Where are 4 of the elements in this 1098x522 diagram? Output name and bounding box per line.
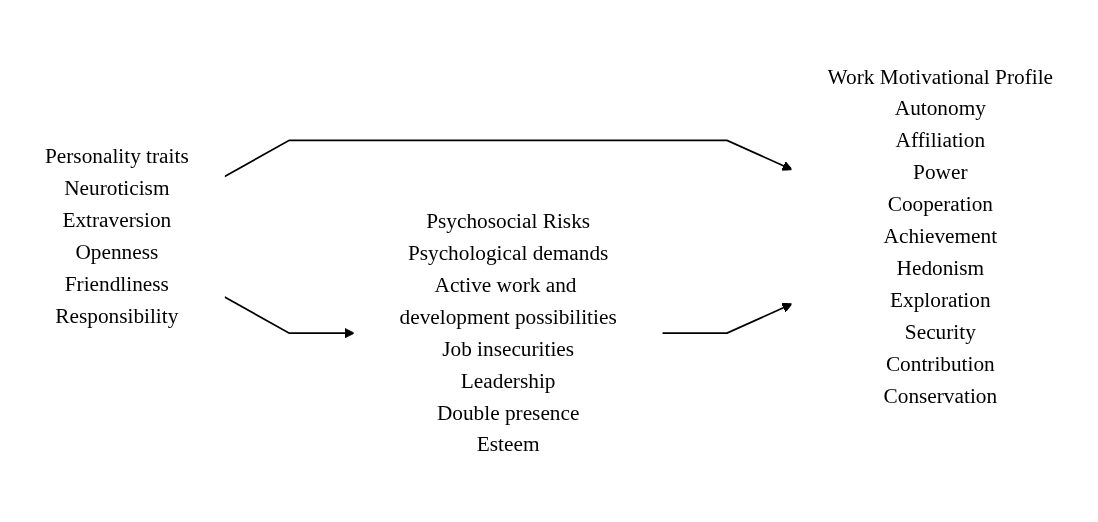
arrow	[661, 302, 793, 335]
node-text: Psychosocial Risks Psychological demands Active work and development possibilities Job insecurities Leadership Double presence Esteem	[399, 208, 617, 457]
node-text: Personality traits Neuroticism Extraversion Openness Friendliness Responsibility	[44, 144, 189, 328]
node-text: Work Motivational Profile Autonomy Affiliation Power Cooperation Achievement Hedonism Exploration Security Contribution Conservation	[827, 64, 1054, 408]
